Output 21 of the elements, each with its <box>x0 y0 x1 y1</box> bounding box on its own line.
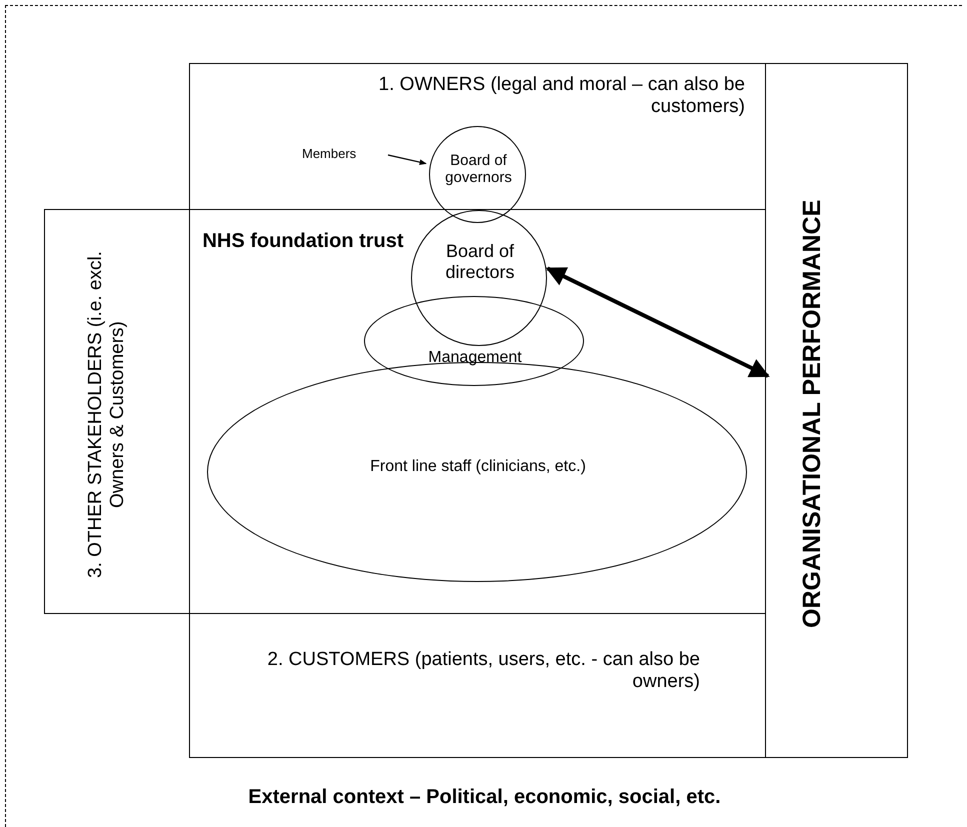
stakeholders-label: 3. OTHER STAKEHOLDERS (i.e. excl. Owners & Customers) <box>85 250 129 580</box>
management-ellipse <box>364 296 584 386</box>
customers-label: 2. CUSTOMERS (patients, users, etc. - can also be owners) <box>266 649 700 693</box>
staff-label: Front line staff (clinicians, etc.) <box>369 458 587 476</box>
owners-box <box>189 63 766 210</box>
leader-arrow <box>388 154 427 165</box>
governors-circle <box>429 126 526 223</box>
stakeholders-box <box>44 209 190 614</box>
double-arrow <box>546 266 770 378</box>
members-label: Members <box>302 147 358 162</box>
performance-box <box>765 63 908 758</box>
context-caption: External context – Political, economic, social, etc. <box>247 786 722 809</box>
dashed-context-frame <box>5 5 962 827</box>
governors-label: Board of governors <box>444 152 513 186</box>
management-label: Management <box>427 349 523 368</box>
trust-label: NHS foundation trust <box>201 230 405 253</box>
performance-label: ORGANISATIONAL PERFORMANCE <box>798 198 827 630</box>
owners-label: 1. OWNERS (legal and moral – can also be customers) <box>378 74 745 118</box>
customers-box <box>189 613 766 758</box>
directors-label: Board of directors <box>444 241 516 282</box>
directors-circle <box>411 210 547 346</box>
